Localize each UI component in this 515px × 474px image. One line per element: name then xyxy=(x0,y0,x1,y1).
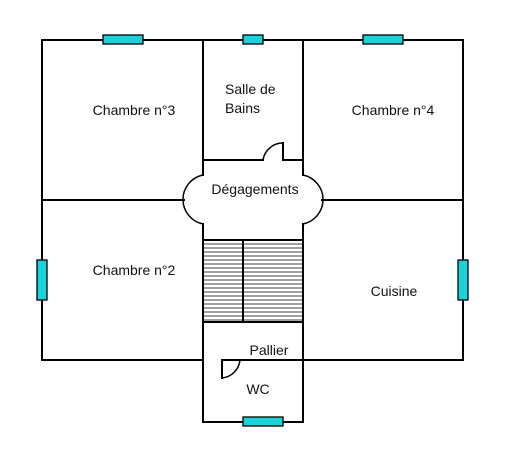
label-pallier: Pallier xyxy=(250,342,289,358)
label-chambre4: Chambre n°4 xyxy=(352,102,435,118)
label-chambre2: Chambre n°2 xyxy=(93,262,176,278)
room-labels: Chambre n°3 Salle de Bains Chambre n°4 D… xyxy=(93,81,435,397)
windows xyxy=(36,34,469,427)
label-wc: WC xyxy=(246,381,269,397)
label-salle-de-bains-line1: Salle de xyxy=(225,81,276,97)
window-chambre3 xyxy=(102,34,144,45)
label-cuisine: Cuisine xyxy=(371,283,418,299)
label-salle-de-bains-line2: Bains xyxy=(225,100,260,116)
window-wc xyxy=(242,416,284,427)
stair-steps-right xyxy=(243,243,303,321)
label-degagements: Dégagements xyxy=(211,181,298,197)
window-cuisine xyxy=(457,259,469,301)
stair-steps-left xyxy=(203,243,243,321)
window-chambre2 xyxy=(36,259,48,301)
wc-walls xyxy=(202,359,304,423)
window-chambre4 xyxy=(362,34,404,45)
label-chambre3: Chambre n°3 xyxy=(93,102,176,118)
window-salle-de-bains xyxy=(242,34,264,45)
staircase xyxy=(202,239,304,323)
